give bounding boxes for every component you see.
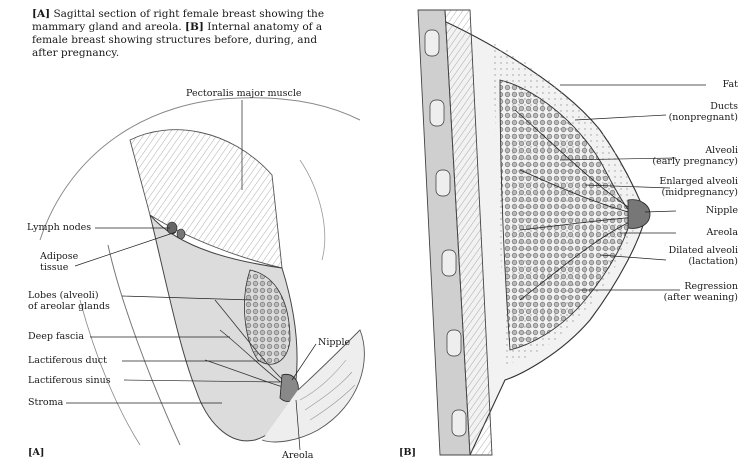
glandular-tissue — [500, 80, 632, 350]
label-enlarged-1: Enlarged alveoli — [659, 176, 738, 187]
label-lymph-nodes: Lymph nodes — [27, 222, 91, 233]
label-dilated-1: Dilated alveoli — [669, 245, 738, 256]
nipple-b — [628, 200, 650, 229]
torso-contour — [300, 160, 325, 260]
label-nipple-b: Nipple — [706, 205, 738, 216]
panel-a-drawing — [40, 98, 364, 450]
pectoralis-muscle — [130, 130, 282, 268]
label-dilated-2: (lactation) — [688, 256, 738, 267]
label-alveoli-1: Alveoli — [705, 145, 738, 156]
label-regression-2: (after weaning) — [664, 292, 738, 303]
panel-b-letter: [B] — [399, 447, 416, 458]
label-regression-1: Regression — [684, 281, 738, 292]
label-lobes-2: of areolar glands — [28, 301, 110, 312]
label-ducts-1: Ducts — [710, 101, 738, 112]
label-lactiferous-duct: Lactiferous duct — [28, 355, 107, 366]
label-pectoralis: Pectoralis major muscle — [186, 88, 302, 99]
label-deep-fascia: Deep fascia — [28, 331, 84, 342]
label-areola-b: Areola — [707, 227, 738, 238]
label-stroma: Stroma — [28, 397, 63, 408]
label-adipose-2: tissue — [40, 262, 68, 273]
lymph-node — [177, 229, 185, 239]
label-alveoli-2: (early pregnancy) — [652, 156, 738, 167]
label-nipple-a: Nipple — [318, 337, 350, 348]
label-areola-a: Areola — [282, 450, 313, 461]
label-ducts-2: (nonpregnant) — [669, 112, 738, 123]
label-lobes-1: Lobes (alveoli) — [28, 290, 99, 301]
panel-b-drawing — [418, 10, 706, 455]
label-fat: Fat — [723, 79, 738, 90]
label-enlarged-2: (midpregnancy) — [662, 187, 738, 198]
label-adipose-1: Adipose — [40, 251, 78, 262]
label-lactiferous-sinus: Lactiferous sinus — [28, 375, 111, 386]
panel-a-letter: [A] — [28, 447, 44, 458]
